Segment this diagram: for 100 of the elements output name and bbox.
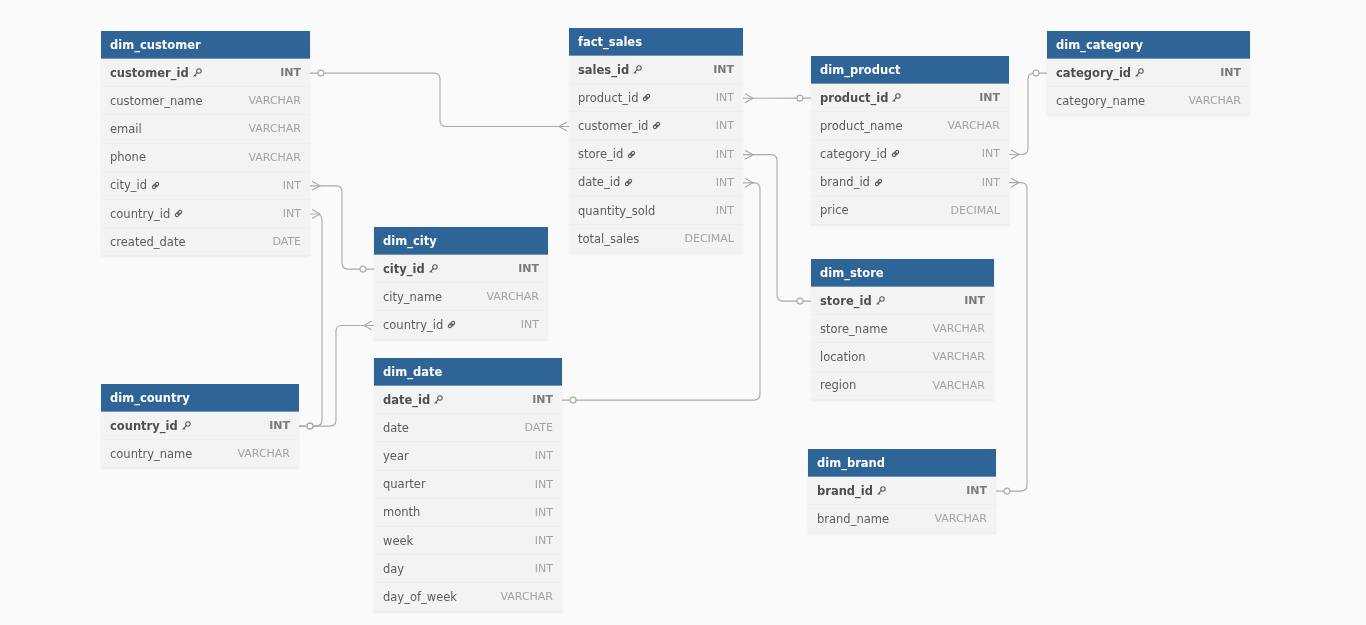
column-name: country_id [383, 317, 444, 332]
data-type: VARCHAR [931, 350, 985, 364]
relationship-line [298, 320, 375, 430]
column-name: year [383, 448, 409, 463]
data-type: DATE [271, 235, 301, 249]
data-type: INT [268, 419, 290, 433]
relationship-line [742, 149, 812, 305]
column-name: date_id [578, 175, 621, 190]
table-name: fact_sales [578, 34, 643, 49]
column-name: city_id [383, 261, 425, 276]
column-name: customer_id [110, 65, 189, 80]
data-type: INT [963, 294, 985, 308]
database-table [811, 259, 994, 400]
database-table [569, 28, 743, 254]
data-type: INT [533, 562, 553, 576]
data-type: INT [279, 66, 301, 80]
data-type: VARCHAR [236, 447, 290, 461]
data-type: INT [978, 91, 1000, 105]
data-type: DATE [523, 421, 553, 435]
data-type: DECIMAL [949, 203, 1000, 217]
column-name: country_id [110, 418, 178, 433]
data-type: VARCHAR [931, 322, 985, 336]
relationship-line [309, 180, 375, 273]
column-name: city_name [383, 289, 443, 304]
relationship-line [309, 69, 570, 132]
table-name: dim_product [820, 62, 901, 77]
data-type: VARCHAR [1187, 94, 1241, 108]
data-type: INT [533, 477, 553, 491]
table-row [101, 412, 299, 441]
table-row [569, 168, 743, 197]
column-name: brand_id [820, 175, 870, 190]
data-type: VARCHAR [485, 290, 539, 304]
column-name: category_id [1056, 65, 1132, 80]
column-name: date [383, 420, 409, 435]
table-row [101, 59, 310, 88]
column-name: sales_id [578, 62, 630, 77]
data-type: INT [281, 178, 301, 192]
column-name: phone [110, 150, 146, 165]
column-name: date_id [383, 392, 431, 407]
column-name: city_id [110, 178, 148, 193]
data-type: VARCHAR [933, 512, 987, 526]
column-name: country_name [110, 446, 193, 461]
table-row [811, 84, 1009, 113]
data-type: INT [714, 119, 734, 133]
column-name: product_id [820, 90, 889, 105]
data-type: INT [714, 147, 734, 161]
column-name: day [383, 561, 405, 576]
column-name: customer_id [578, 118, 649, 133]
column-name: store_name [820, 321, 888, 336]
data-type: INT [519, 318, 539, 332]
column-name: quarter [383, 477, 426, 492]
table-name: dim_country [110, 390, 190, 405]
table-name: dim_date [383, 364, 443, 379]
relationship-line [995, 177, 1028, 495]
table-name: dim_store [820, 265, 884, 280]
table-row [374, 311, 548, 340]
relationship-line [742, 93, 812, 104]
data-type: VARCHAR [931, 378, 985, 392]
database-table [811, 56, 1009, 225]
column-name: store_id [578, 147, 624, 162]
database-table [101, 31, 310, 257]
column-name: brand_id [817, 483, 873, 498]
column-name: store_id [820, 293, 872, 308]
table-name: dim_category [1056, 37, 1144, 52]
database-table [808, 449, 996, 534]
column-name: price [820, 203, 849, 218]
data-type: INT [531, 393, 553, 407]
table-row [811, 168, 1009, 197]
table-row [374, 386, 562, 415]
table-name: dim_customer [110, 37, 201, 52]
column-name: day_of_week [383, 589, 457, 604]
database-table [374, 358, 562, 612]
database-table [101, 384, 299, 469]
database-table [1047, 31, 1250, 116]
table-row [811, 287, 994, 316]
table-row [808, 477, 996, 506]
column-name: quantity_sold [578, 203, 656, 218]
column-name: total_sales [578, 231, 640, 246]
column-name: category_id [820, 146, 888, 161]
data-type: DECIMAL [683, 232, 734, 246]
column-name: location [820, 349, 866, 364]
data-type: INT [281, 207, 301, 221]
data-type: INT [714, 204, 734, 218]
table-row [1047, 59, 1250, 88]
data-type: VARCHAR [946, 119, 1000, 133]
table-row [569, 56, 743, 85]
column-name: country_id [110, 206, 171, 221]
relationship-line [1008, 69, 1048, 160]
column-name: email [110, 121, 142, 136]
data-type: INT [714, 91, 734, 105]
database-table [374, 227, 548, 340]
data-type: INT [533, 505, 553, 519]
data-type: INT [714, 175, 734, 189]
table-row [374, 255, 548, 284]
data-type: INT [980, 147, 1000, 161]
data-type: INT [965, 484, 987, 498]
data-type: INT [712, 63, 734, 77]
data-type: VARCHAR [247, 150, 301, 164]
data-type: VARCHAR [247, 94, 301, 108]
data-type: INT [980, 175, 1000, 189]
